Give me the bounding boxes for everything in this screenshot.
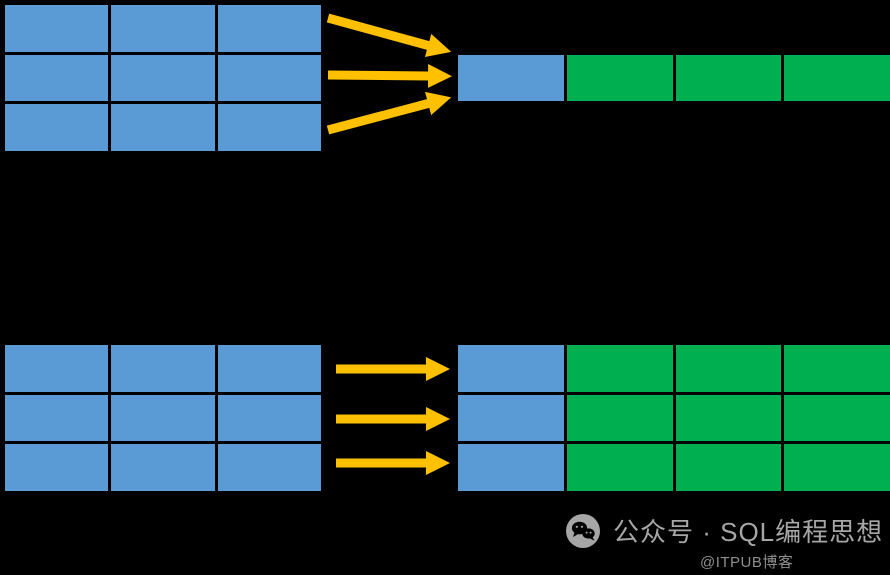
top-result-table — [458, 55, 890, 101]
grid-cell — [217, 444, 321, 491]
grid-cell — [217, 5, 321, 52]
grid-cell — [784, 345, 890, 392]
top-source-table — [5, 5, 321, 151]
top-arrows — [326, 13, 452, 135]
grid-cell — [458, 394, 564, 442]
grid-cell — [458, 345, 564, 392]
grid-cell — [111, 394, 215, 442]
grid-cell — [784, 444, 890, 491]
grid-cell — [111, 104, 215, 151]
grid-cell — [784, 394, 890, 442]
grid-cell — [675, 444, 782, 491]
wechat-icon — [566, 513, 600, 548]
grid-cell — [5, 394, 109, 442]
watermark-text: 公众号 · SQL编程思想 — [613, 517, 884, 547]
grid-cell — [5, 54, 109, 102]
credit-text: @ITPUB博客 — [700, 554, 794, 571]
grid-cell — [784, 55, 890, 101]
bottom-result-table — [458, 345, 890, 491]
bottom-arrows — [336, 357, 450, 475]
grid-cell — [5, 444, 109, 491]
grid-cell — [217, 345, 321, 392]
grid-cell — [111, 444, 215, 491]
grid-cell — [111, 54, 215, 102]
grid-cell — [111, 345, 215, 392]
grid-cell — [675, 345, 782, 392]
grid-cell — [5, 345, 109, 392]
watermark: 公众号 · SQL编程思想 — [565, 512, 883, 549]
grid-cell — [217, 104, 321, 151]
grid-cell — [458, 55, 564, 101]
grid-cell — [5, 104, 109, 151]
arrow-icon — [326, 91, 452, 135]
grid-cell — [566, 394, 673, 442]
bottom-source-table — [5, 345, 321, 491]
grid-cell — [566, 55, 673, 101]
grid-cell — [5, 5, 109, 52]
grid-cell — [217, 54, 321, 102]
grid-cell — [566, 444, 673, 491]
grid-cell — [458, 444, 564, 491]
grid-cell — [675, 55, 782, 101]
arrow-icon — [327, 63, 452, 88]
grid-cell — [111, 5, 215, 52]
grid-cell — [217, 394, 321, 442]
grid-cell — [675, 394, 782, 442]
arrow-icon — [326, 13, 452, 58]
grid-cell — [566, 345, 673, 392]
